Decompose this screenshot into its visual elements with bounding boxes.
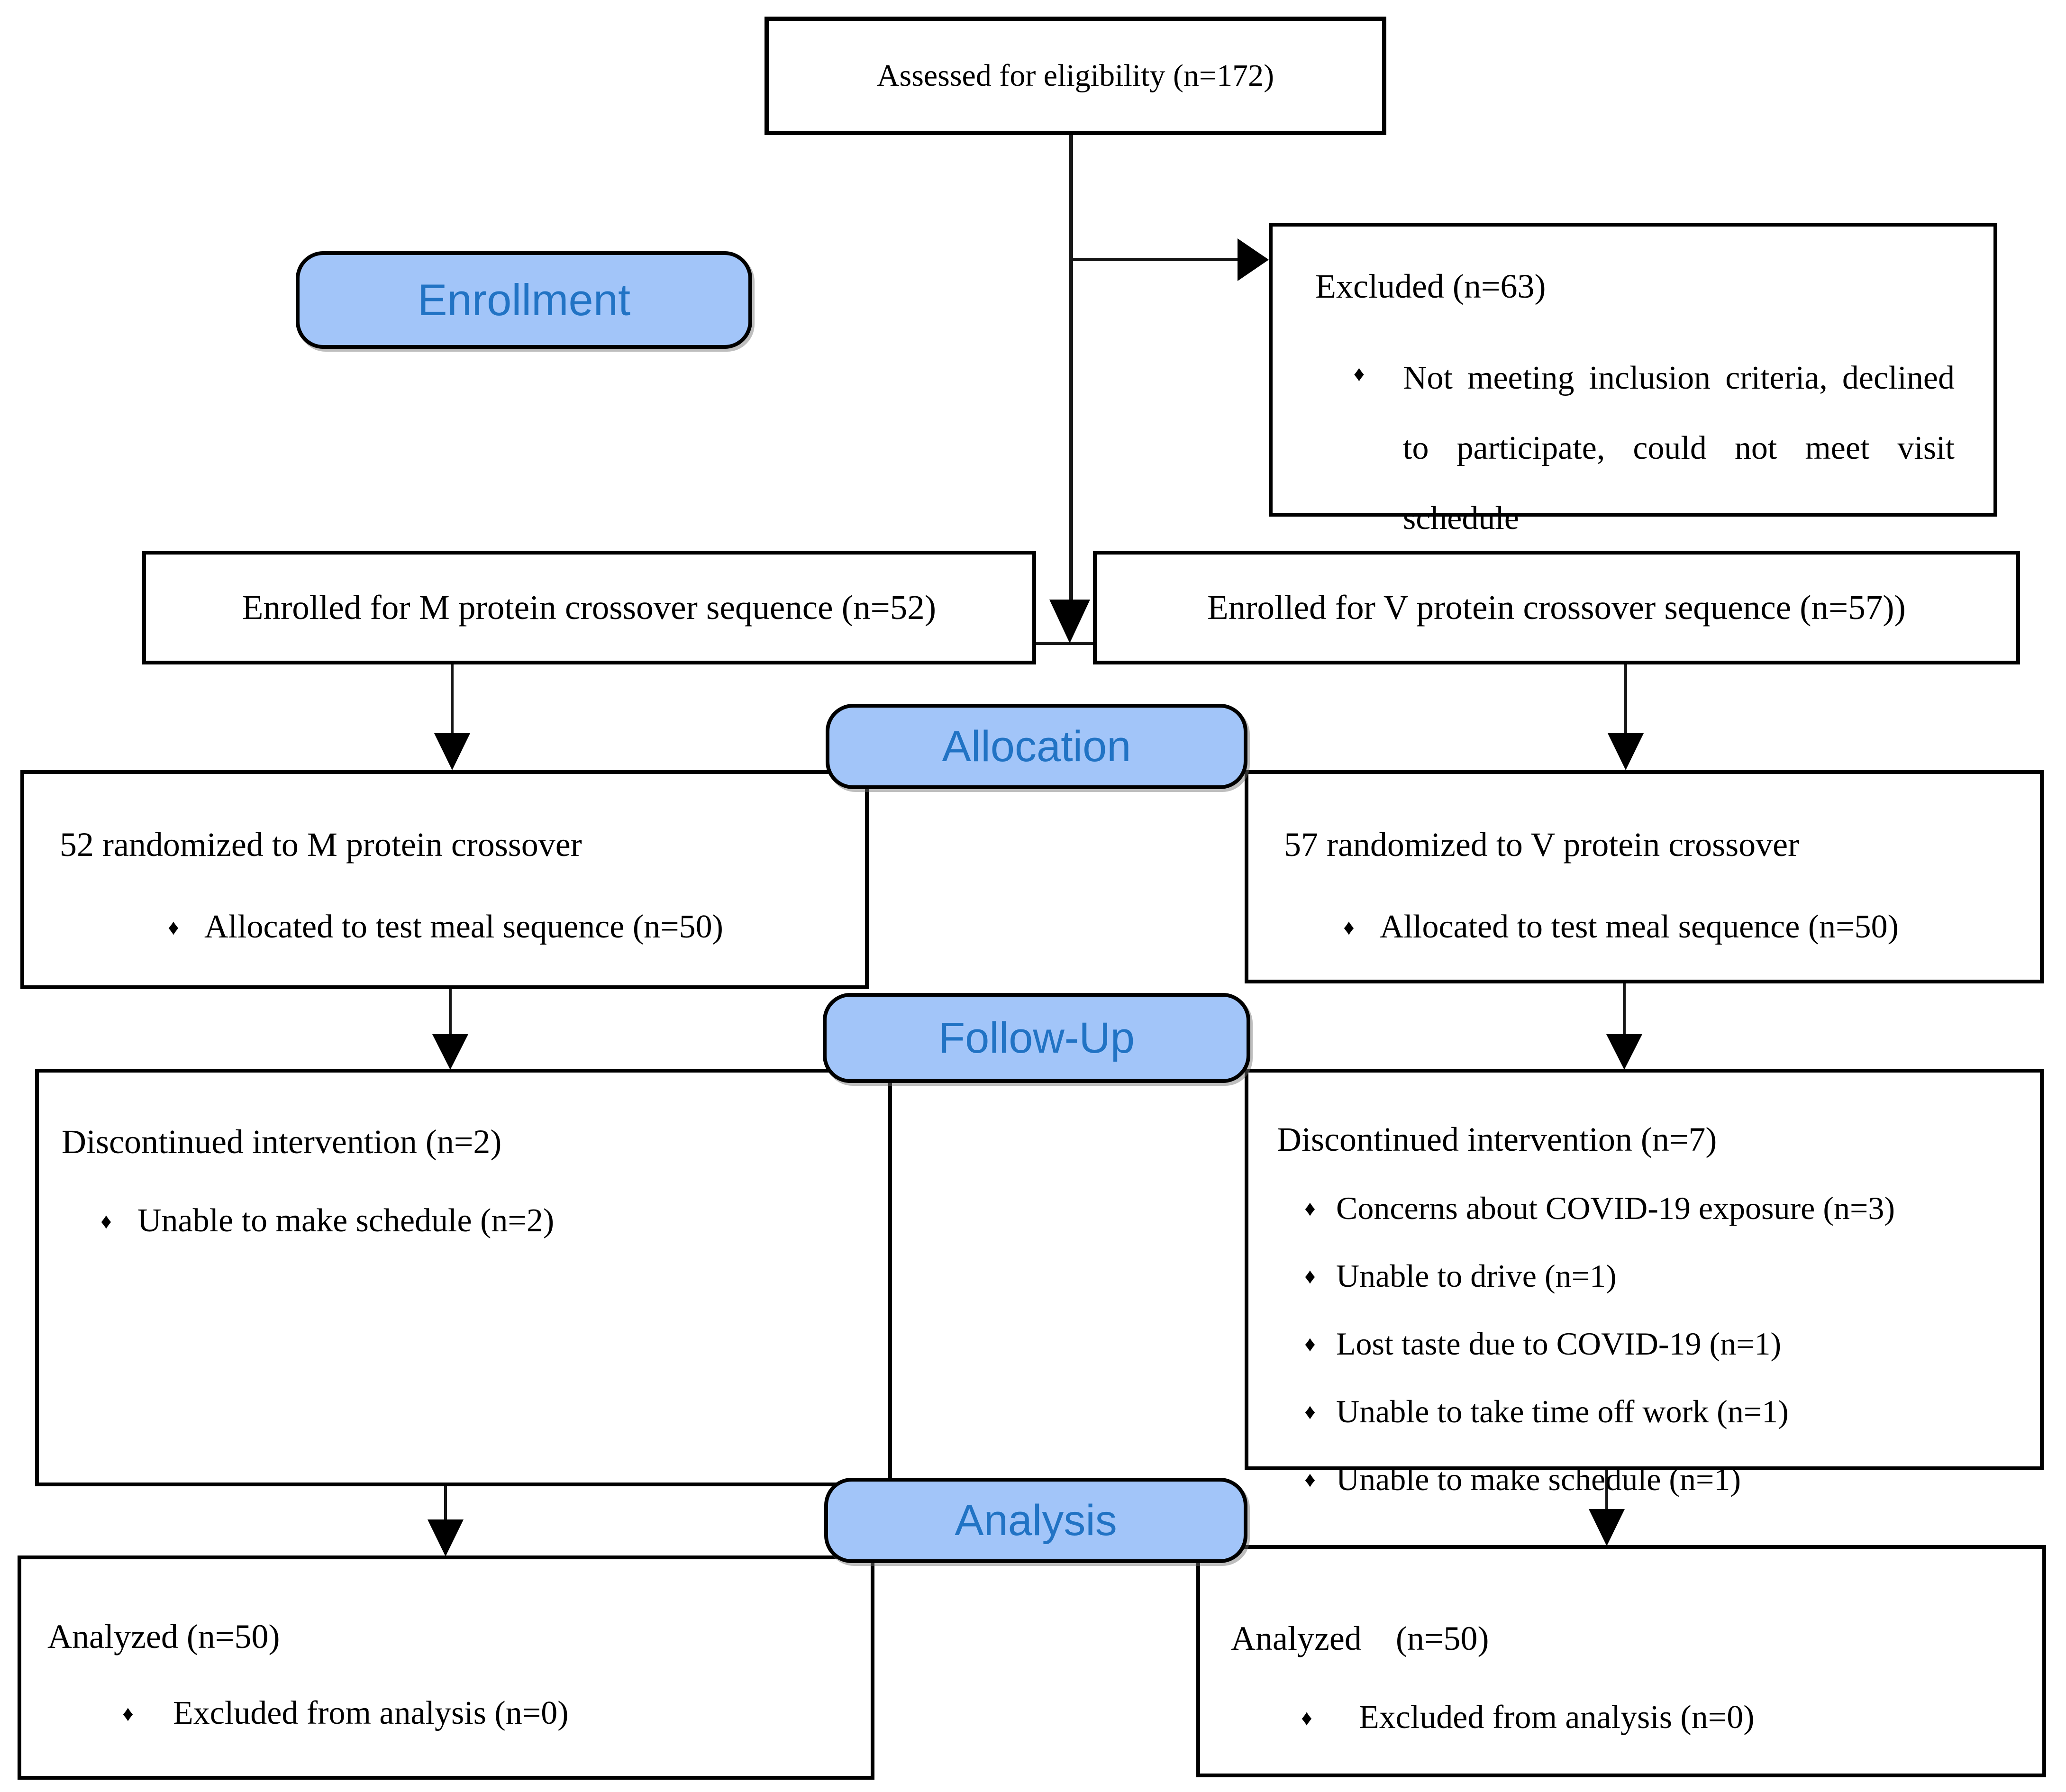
box-discontinued-m: Discontinued intervention (n=2) ♦ Unable…	[35, 1069, 892, 1486]
arrow-followup-m-down-line	[444, 1486, 447, 1519]
diamond-bullet-icon: ♦	[100, 1209, 112, 1233]
discontinued-v-bullet: ♦ Concerns about COVID-19 exposure (n=3)	[1277, 1190, 2026, 1227]
arrow-to-excluded-line	[1071, 258, 1238, 261]
stage-pill-allocation: Allocation	[826, 704, 1247, 789]
analyzed-v-bullet-text: Excluded from analysis (n=0)	[1359, 1699, 1755, 1736]
diamond-bullet-icon: ♦	[1304, 1332, 1316, 1356]
arrow-randomized-m-down-head	[432, 1034, 468, 1070]
diamond-bullet-icon: ♦	[1304, 1196, 1316, 1220]
arrow-enrolled-m-down-head	[434, 733, 470, 770]
arrow-enrolled-v-down-line	[1624, 664, 1627, 733]
box-enrolled-m-sequence: Enrolled for M protein crossover sequenc…	[142, 551, 1036, 664]
discontinued-v-bullet: ♦ Lost taste due to COVID-19 (n=1)	[1277, 1325, 2026, 1363]
assessed-eligibility-text: Assessed for eligibility (n=172)	[876, 58, 1274, 93]
box-discontinued-v: Discontinued intervention (n=7) ♦ Concer…	[1245, 1069, 2044, 1497]
discontinued-v-title: Discontinued intervention (n=7)	[1277, 1120, 1717, 1158]
box-assessed-eligibility: Assessed for eligibility (n=172)	[765, 17, 1386, 135]
arrow-followup-v-down-head	[1589, 1509, 1625, 1546]
stage-pill-analysis: Analysis	[824, 1478, 1247, 1563]
randomized-v-bullet-text: Allocated to test meal sequence (n=50)	[1380, 909, 1899, 945]
analyzed-m-bullet: ♦ Excluded from analysis (n=0)	[47, 1694, 856, 1732]
analyzed-v-bullet: ♦ Excluded from analysis (n=0)	[1231, 1699, 2028, 1737]
enrolled-m-text: Enrolled for M protein crossover sequenc…	[242, 588, 937, 627]
stage-allocation-label: Allocation	[942, 722, 1131, 771]
diamond-bullet-icon: ♦	[168, 915, 179, 939]
randomized-m-bullet-text: Allocated to test meal sequence (n=50)	[204, 909, 723, 945]
discontinued-m-bullet: ♦ Unable to make schedule (n=2)	[62, 1202, 874, 1240]
arrow-randomized-m-down-line	[449, 989, 452, 1034]
randomized-m-bullet: ♦ Allocated to test meal sequence (n=50)	[60, 908, 851, 946]
diamond-bullet-icon: ♦	[1304, 1467, 1316, 1492]
arrow-landing-line	[1036, 642, 1093, 645]
stage-pill-follow-up: Follow-Up	[823, 993, 1250, 1083]
excluded-title: Excluded (n=63)	[1315, 267, 1546, 305]
stage-analysis-label: Analysis	[955, 1496, 1117, 1545]
diamond-bullet-icon: ♦	[1343, 915, 1355, 939]
randomized-v-title: 57 randomized to V protein crossover	[1284, 826, 1800, 864]
randomized-v-bullet: ♦ Allocated to test meal sequence (n=50)	[1284, 908, 2026, 946]
arrow-to-excluded-head	[1238, 238, 1269, 281]
discontinued-v-bullet: ♦ Unable to make schedule (n=1)	[1277, 1461, 2026, 1498]
arrow-assessed-down-line	[1069, 135, 1073, 600]
stage-enrollment-label: Enrollment	[417, 275, 631, 325]
discontinued-v-bullet-text: Unable to make schedule (n=1)	[1336, 1461, 1741, 1497]
arrow-followup-m-down-head	[428, 1519, 464, 1556]
analyzed-v-title: Analyzed (n=50)	[1231, 1619, 1489, 1657]
box-analyzed-m: Analyzed (n=50) ♦ Excluded from analysis…	[18, 1555, 874, 1780]
diamond-bullet-icon: ♦	[1304, 1264, 1316, 1288]
arrow-enrolled-v-down-head	[1608, 733, 1644, 770]
excluded-bullet-text: Not meeting inclusion criteria, declined…	[1403, 360, 1955, 537]
enrolled-v-text: Enrolled for V protein crossover sequenc…	[1207, 588, 1906, 627]
box-analyzed-v: Analyzed (n=50) ♦ Excluded from analysis…	[1196, 1545, 2046, 1777]
analyzed-m-bullet-text: Excluded from analysis (n=0)	[173, 1695, 569, 1731]
diamond-bullet-icon: ♦	[1353, 362, 1365, 386]
stage-follow-up-label: Follow-Up	[938, 1013, 1135, 1062]
stage-pill-enrollment: Enrollment	[296, 251, 752, 349]
arrow-randomized-v-down-head	[1606, 1034, 1642, 1070]
discontinued-m-title: Discontinued intervention (n=2)	[62, 1123, 502, 1161]
box-enrolled-v-sequence: Enrolled for V protein crossover sequenc…	[1093, 551, 2020, 664]
randomized-m-title: 52 randomized to M protein crossover	[60, 826, 582, 864]
discontinued-m-bullet-text: Unable to make schedule (n=2)	[137, 1202, 555, 1239]
arrow-enrolled-m-down-line	[451, 664, 454, 733]
discontinued-v-bullet-text: Concerns about COVID-19 exposure (n=3)	[1336, 1190, 1895, 1226]
discontinued-v-bullet-text: Unable to drive (n=1)	[1336, 1258, 1617, 1294]
box-excluded: Excluded (n=63) ♦ Not meeting inclusion …	[1269, 223, 1997, 537]
arrow-assessed-down-head	[1049, 600, 1090, 643]
box-randomized-v: 57 randomized to V protein crossover ♦ A…	[1245, 770, 2044, 983]
analyzed-m-title: Analyzed (n=50)	[47, 1618, 280, 1656]
discontinued-v-bullet-text: Unable to take time off work (n=1)	[1336, 1393, 1789, 1429]
arrow-randomized-v-down-line	[1623, 983, 1626, 1034]
discontinued-v-bullet-text: Lost taste due to COVID-19 (n=1)	[1336, 1326, 1782, 1362]
diamond-bullet-icon: ♦	[1301, 1705, 1312, 1730]
box-randomized-m: 52 randomized to M protein crossover ♦ A…	[20, 770, 869, 989]
discontinued-v-bullet: ♦ Unable to drive (n=1)	[1277, 1257, 2026, 1295]
arrow-followup-v-down-line	[1605, 1470, 1608, 1509]
diamond-bullet-icon: ♦	[1304, 1400, 1316, 1424]
excluded-bullet: ♦ Not meeting inclusion criteria, declin…	[1315, 343, 1960, 554]
discontinued-v-bullet: ♦ Unable to take time off work (n=1)	[1277, 1393, 2026, 1430]
diamond-bullet-icon: ♦	[122, 1701, 134, 1726]
